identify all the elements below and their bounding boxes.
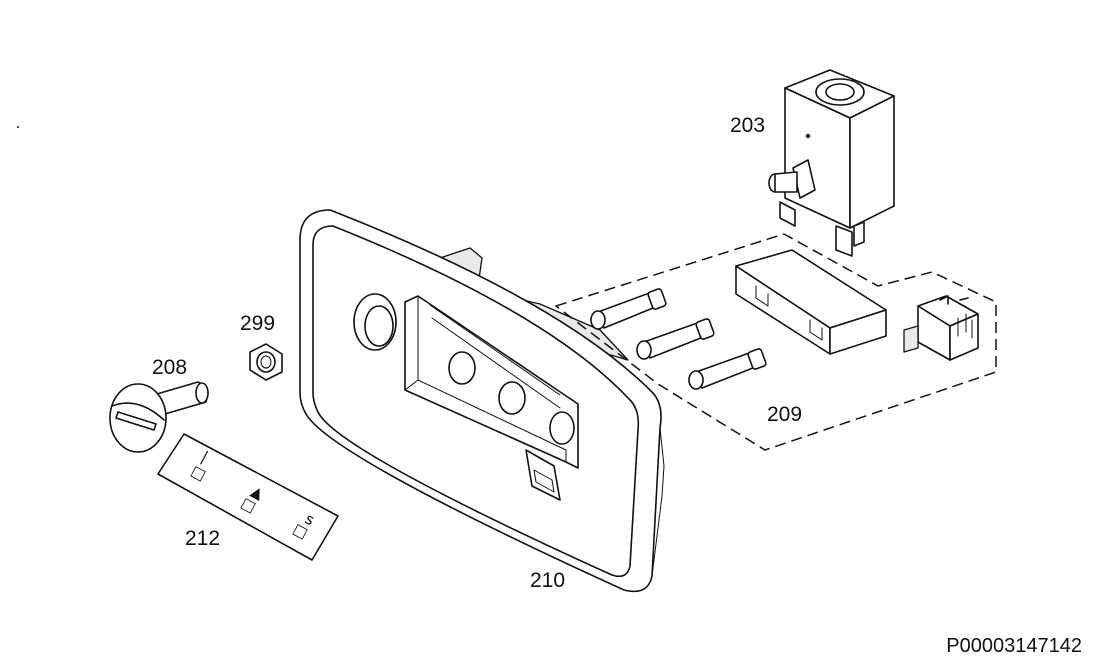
label-210: 210 — [530, 569, 565, 592]
part-299-hex-nut — [249, 343, 283, 381]
label-299: 299 — [240, 312, 275, 335]
document-id: P00003147142 — [946, 635, 1082, 657]
label-208: 208 — [152, 356, 187, 379]
label-209: 209 — [767, 403, 802, 426]
part-209-bulb-holder-3 — [688, 348, 767, 390]
part-209-bulb-holder-1 — [590, 288, 667, 330]
part-212-label-strip: □ | □ ▲ □ s — [157, 433, 339, 561]
part-209-kit-outline — [554, 233, 997, 451]
label-203: 203 — [730, 114, 765, 137]
part-209-bulb-holder-2 — [636, 318, 715, 360]
part-209-cover-block — [735, 249, 887, 355]
label-212: 212 — [185, 527, 220, 550]
part-210-control-panel — [299, 209, 665, 593]
part-208-knob — [109, 381, 209, 453]
part-203-solenoid-coil — [768, 69, 895, 257]
stray-dot — [17, 126, 19, 128]
part-209-micro-switch — [903, 295, 979, 361]
